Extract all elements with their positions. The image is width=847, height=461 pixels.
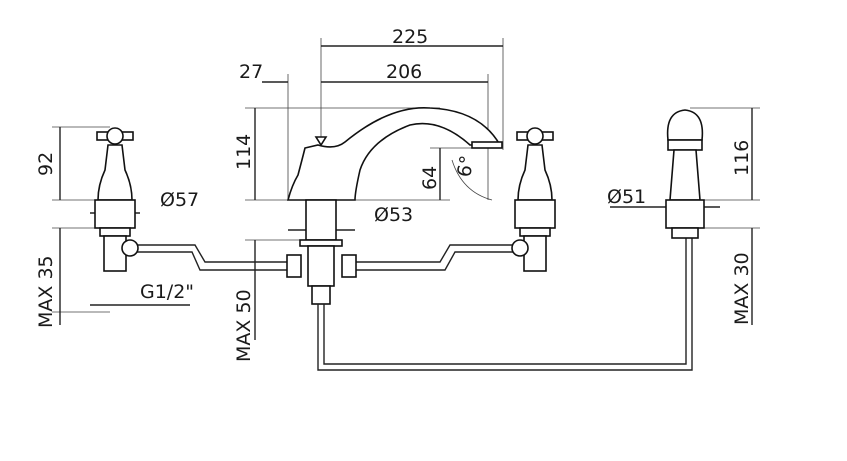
connection-pipes xyxy=(130,232,693,371)
dim-shower-diameter: Ø51 xyxy=(607,186,646,208)
dim-225: 225 xyxy=(392,26,428,48)
dim-tap-diameter: Ø57 xyxy=(160,189,199,211)
dim-angle: 6° xyxy=(453,154,478,179)
dim-116: 116 xyxy=(731,140,753,176)
dim-92: 92 xyxy=(35,152,57,176)
dim-64: 64 xyxy=(419,166,441,190)
dim-27: 27 xyxy=(239,61,263,83)
left-tap xyxy=(94,127,139,272)
right-tap xyxy=(511,127,556,272)
dim-thread: G1/2" xyxy=(140,281,194,303)
dim-max-30: MAX 30 xyxy=(731,252,753,325)
spout xyxy=(286,107,503,305)
dim-max-50: MAX 50 xyxy=(233,289,255,362)
dim-max-35: MAX 35 xyxy=(35,255,57,328)
dim-206: 206 xyxy=(386,61,422,83)
dim-114: 114 xyxy=(233,134,255,170)
hand-shower xyxy=(665,109,705,239)
dim-spout-diameter: Ø53 xyxy=(374,204,413,226)
